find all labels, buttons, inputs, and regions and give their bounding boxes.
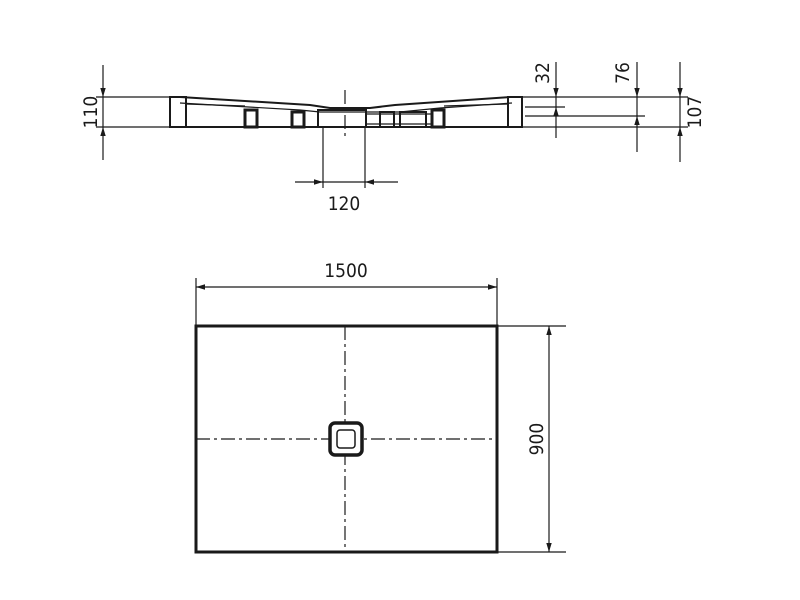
dim-total-height: 110 — [80, 65, 180, 160]
waste-outlet — [317, 109, 367, 128]
dim-rim-depth: 32 — [532, 62, 559, 138]
dim-label-900: 900 — [526, 423, 548, 456]
dim-inner-depth: 76 — [612, 62, 640, 152]
tray-profile — [169, 96, 523, 129]
drain — [328, 421, 364, 457]
dim-width: 900 — [497, 325, 566, 553]
dim-label-107: 107 — [684, 96, 706, 129]
dim-label-120: 120 — [328, 193, 361, 215]
dim-label-110: 110 — [80, 96, 102, 129]
dim-length: 1500 — [195, 260, 498, 326]
left-rim — [169, 96, 187, 128]
right-rim — [507, 96, 523, 128]
dim-right-height: 107 — [677, 62, 706, 162]
dim-waste-width: 120 — [295, 127, 398, 215]
section-view: 110 120 32 76 — [80, 62, 706, 215]
dim-label-32: 32 — [532, 62, 554, 84]
plan-view: 1500 900 — [194, 260, 566, 554]
dim-label-76: 76 — [612, 62, 634, 84]
dim-label-1500: 1500 — [324, 260, 368, 282]
